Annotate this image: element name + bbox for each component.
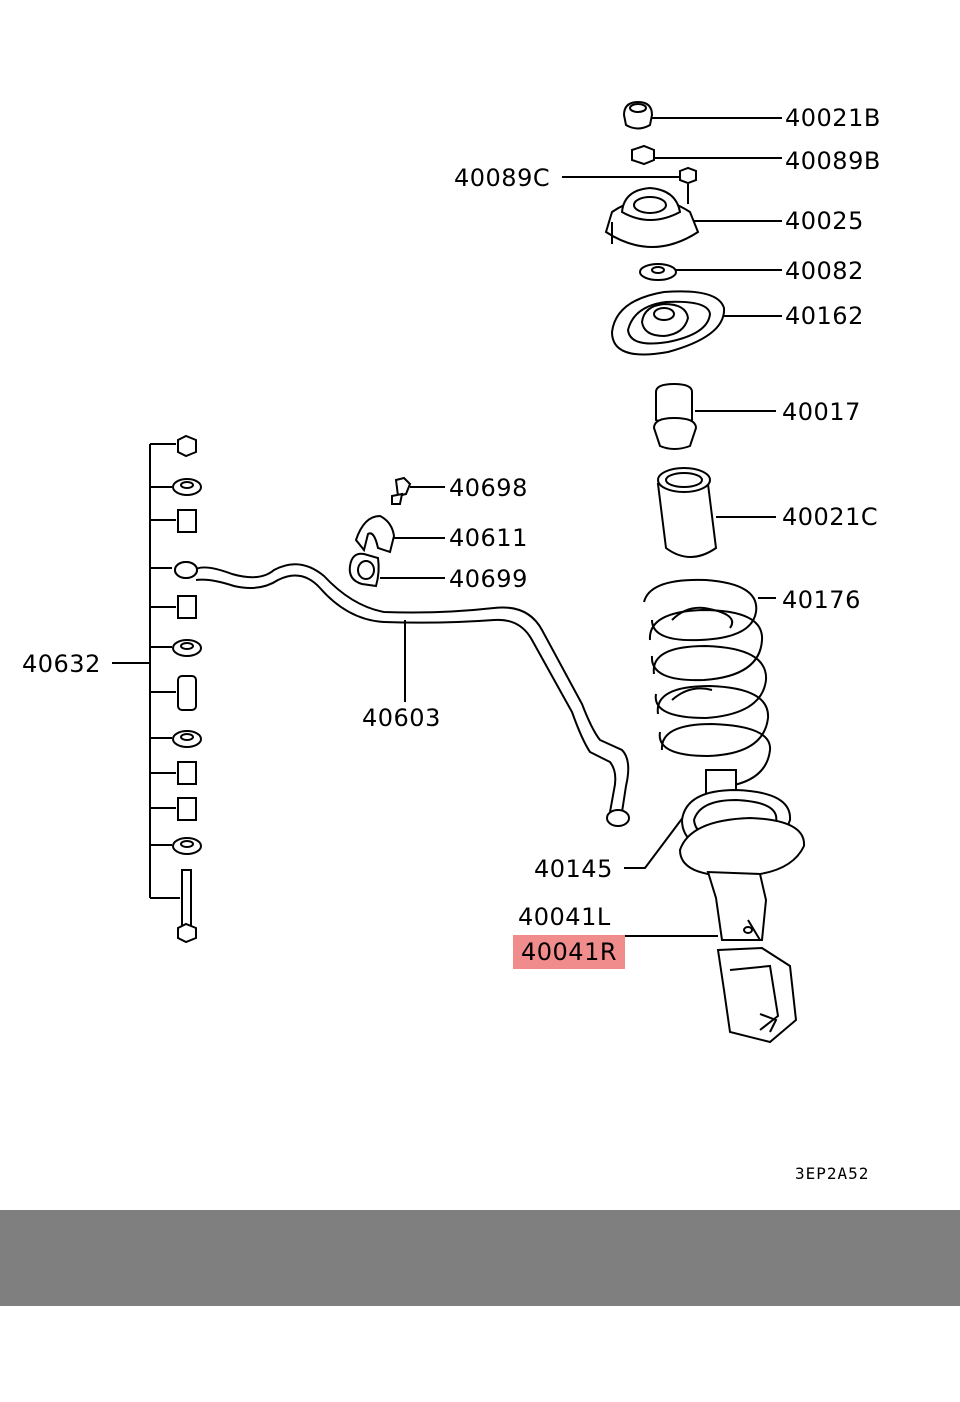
bracket-40611 [354,514,396,554]
boot-40021C [656,467,718,558]
bump-stop-40017 [652,382,698,450]
link-kit-40632 [172,434,202,944]
washer-40082 [639,263,677,281]
label-40021B: 40021B [785,104,881,132]
label-40145: 40145 [534,855,613,883]
nut-40089C [679,166,697,185]
label-40699: 40699 [449,565,528,593]
bushing-40699 [348,552,380,588]
leader-lines [112,117,782,937]
label-40082: 40082 [785,257,864,285]
shock-absorber-40041 [678,769,806,1044]
footer-bar: MITSUBISHI - MR130272 N - 40041R [0,1210,960,1374]
dust-cap-40021B [622,100,654,130]
label-40632: 40632 [22,650,101,678]
figure-code: 3EP2A52 [795,1164,870,1183]
label-40698: 40698 [449,474,528,502]
coil-spring-40176 [643,578,772,789]
label-40611: 40611 [449,524,528,552]
spring-seat-40162 [610,290,726,356]
parts-diagram [112,100,806,1044]
footer-part-info: MITSUBISHI - MR130272 N - 40041R [165,1333,815,1374]
label-40162: 40162 [785,302,864,330]
stabilizer-bar-40603 [174,561,630,827]
label-40041R-highlighted: 40041R [513,935,626,969]
label-40089B: 40089B [785,147,881,175]
label-40089C: 40089C [454,164,551,192]
nut-40089B [631,144,655,166]
label-40603: 40603 [362,704,441,732]
strut-mount-40025 [604,184,700,248]
label-40025: 40025 [785,207,864,235]
label-40021C: 40021C [782,503,879,531]
label-40017: 40017 [782,398,861,426]
bolt-40698 [391,476,412,505]
label-40041L: 40041L [518,903,611,931]
label-40176: 40176 [782,586,861,614]
